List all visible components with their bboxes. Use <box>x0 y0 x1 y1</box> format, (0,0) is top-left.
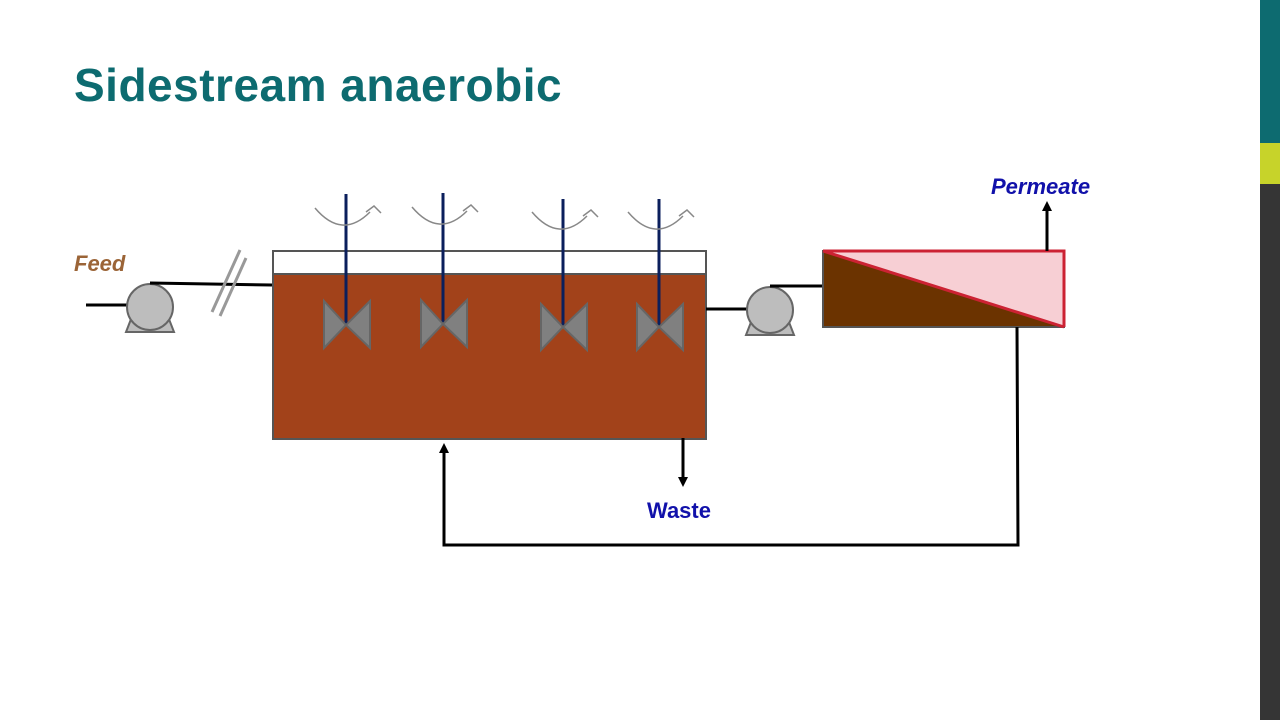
accent-bar-dark <box>1260 184 1280 720</box>
line-break-symbol <box>210 249 248 317</box>
feed-pump <box>124 283 176 333</box>
rotation-arrow-icon <box>462 204 479 213</box>
permeate-label: Permeate <box>991 174 1091 199</box>
feed-pump-outlet-line <box>149 281 273 287</box>
mixer-1 <box>314 194 382 351</box>
accent-bar-teal <box>1260 0 1280 143</box>
mixer-4 <box>627 199 695 353</box>
waste-label: Waste <box>647 498 711 523</box>
mixer-3 <box>531 199 599 353</box>
membrane-unit <box>822 249 1066 329</box>
rotation-arrow-icon <box>365 205 382 214</box>
accent-bar <box>1260 0 1280 720</box>
membrane-feed-pump <box>744 286 796 336</box>
slide-title: Sidestream anaerobic <box>74 59 563 111</box>
rotation-arrow-icon <box>678 209 695 218</box>
mixer-2 <box>411 193 479 350</box>
accent-bar-lime <box>1260 143 1280 184</box>
rotation-arrow-icon <box>582 209 599 218</box>
feed-label: Feed <box>74 251 126 276</box>
recycle-line <box>439 326 1020 547</box>
